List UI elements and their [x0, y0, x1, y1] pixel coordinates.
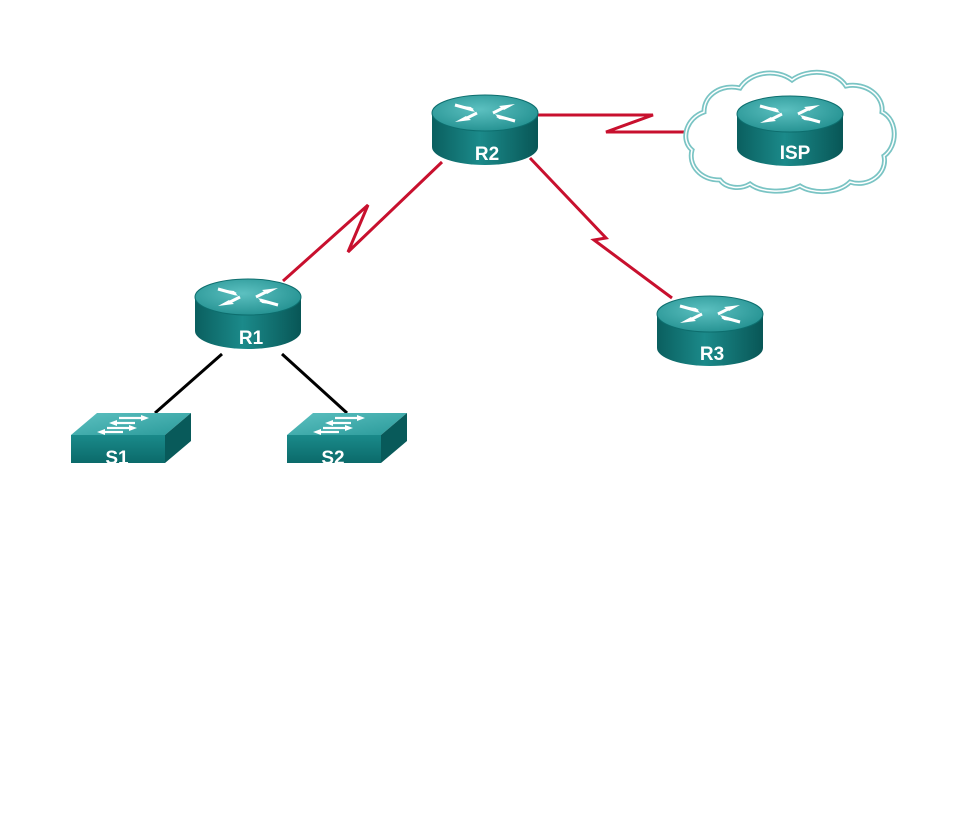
link-r1-s2 [280, 352, 349, 415]
link-r1-r2 [282, 160, 444, 283]
link-r1-s1 [154, 352, 223, 415]
switch-s1-label: S1 [105, 448, 129, 469]
router-isp-label: ISP [780, 143, 811, 164]
link-r2-isp [538, 113, 688, 134]
router-r1-label: R1 [239, 328, 264, 349]
router-r2-label: R2 [475, 144, 499, 165]
switch-s1[interactable] [69, 411, 193, 465]
router-r3-label: R3 [700, 344, 724, 365]
link-r2-r3 [528, 156, 673, 300]
switch-s2-label: S2 [321, 448, 344, 469]
switch-s2[interactable] [285, 411, 409, 465]
